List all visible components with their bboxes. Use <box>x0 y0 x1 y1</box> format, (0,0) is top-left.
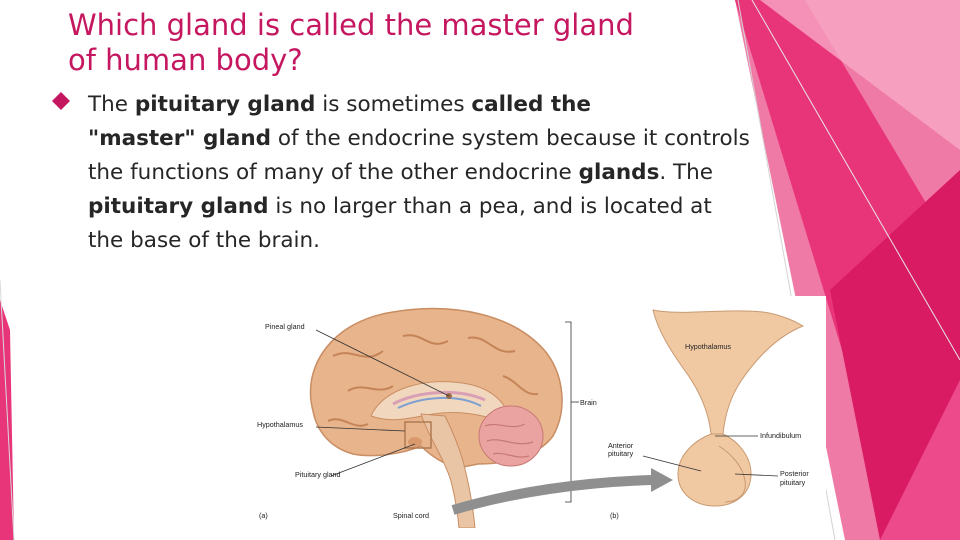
label-infundibulum: Infundibulum <box>760 431 801 440</box>
brain-pituitary-figure: Pineal gland Hypothalamus Pituitary glan… <box>253 296 826 528</box>
label-anterior-pituitary-2: pituitary <box>608 449 634 458</box>
label-spinal-cord: Spinal cord <box>393 511 429 520</box>
label-pineal-gland: Pineal gland <box>265 322 305 331</box>
bullet-point: The pituitary gland is sometimes called … <box>50 88 750 258</box>
label-hypothalamus-a: Hypothalamus <box>257 420 303 429</box>
brain-illustration <box>309 307 563 528</box>
bullet-segment: is no larger than a pea, and is located … <box>88 194 712 253</box>
bullet-segment: . The <box>659 160 714 185</box>
label-anterior-pituitary-1: Anterior <box>608 441 634 450</box>
figure-a-leader-lines <box>315 321 579 503</box>
title-line-1: Which gland is called the master gland <box>68 8 634 42</box>
bullet-segment: The <box>88 92 135 117</box>
arrow-head-icon <box>651 468 673 492</box>
label-brain: Brain <box>580 398 597 407</box>
bullet-segment-bold: "master" gland <box>88 126 272 151</box>
figure-illustration: Pineal gland Hypothalamus Pituitary glan… <box>257 307 809 528</box>
bullet-segment-bold: pituitary gland <box>88 194 269 219</box>
label-posterior-pituitary-2: pituitary <box>780 478 806 487</box>
bullet-segment: is sometimes <box>315 92 472 117</box>
diamond-bullet-icon <box>52 92 70 110</box>
label-panel-b: (b) <box>610 511 619 520</box>
bullet-segment: of the endocrine system because it contr… <box>88 126 750 185</box>
bullet-segment-bold: pituitary gland <box>134 92 316 117</box>
label-posterior-pituitary-1: Posterior <box>780 469 809 478</box>
pituitary-illustration <box>652 309 805 507</box>
bullet-segment-bold: called the <box>471 92 592 117</box>
slide-title: Which gland is called the master gland o… <box>68 8 748 78</box>
bullet-segment-bold: glands <box>578 160 660 185</box>
title-line-2: of human body? <box>68 43 303 77</box>
label-hypothalamus-b: Hypothalamus <box>685 342 731 351</box>
figure-b-leader-lines <box>642 435 779 477</box>
label-pituitary-gland: Pituitary gland <box>295 470 341 479</box>
label-panel-a: (a) <box>259 511 268 520</box>
arrow-a-to-b <box>451 475 654 515</box>
bullet-text: The pituitary gland is sometimes called … <box>88 88 750 258</box>
